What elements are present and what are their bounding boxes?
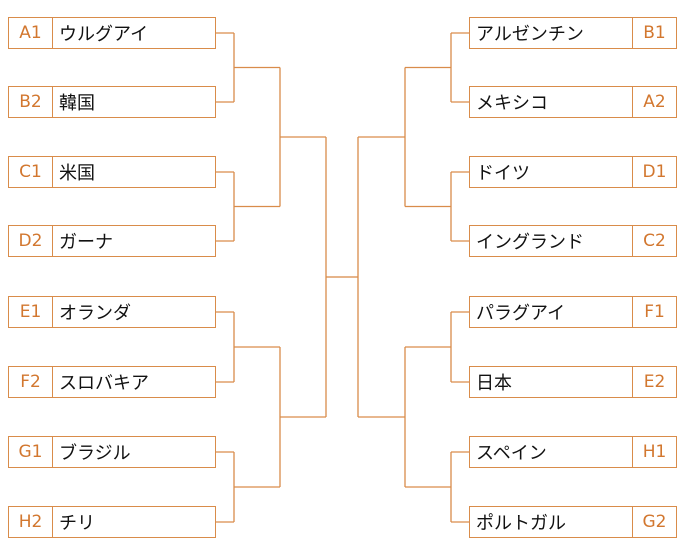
seed-label: C2 [632, 226, 676, 256]
team-box-right-6: 日本 E2 [469, 366, 677, 398]
team-box-left-1: A1 ウルグアイ [8, 17, 216, 49]
seed-label: D2 [9, 226, 53, 256]
team-name: ガーナ [59, 232, 113, 253]
team-name: オランダ [59, 303, 131, 324]
team-box-left-8: H2 チリ [8, 506, 216, 538]
seed-label: E2 [632, 367, 676, 397]
team-name: メキシコ [476, 93, 548, 114]
team-name: アルゼンチン [476, 24, 584, 45]
team-name: ドイツ [476, 163, 530, 184]
team-box-left-3: C1 米国 [8, 156, 216, 188]
seed-label: B2 [9, 87, 53, 117]
seed-label: H1 [632, 437, 676, 467]
team-name: パラグアイ [476, 303, 566, 324]
seed-label: F1 [632, 297, 676, 327]
seed-label: G2 [632, 507, 676, 537]
team-name: ウルグアイ [59, 24, 149, 45]
team-name: ポルトガル [476, 513, 566, 534]
team-box-left-7: G1 ブラジル [8, 436, 216, 468]
seed-label: B1 [632, 18, 676, 48]
team-name: 韓国 [59, 93, 95, 114]
team-box-right-2: メキシコ A2 [469, 86, 677, 118]
team-name: ブラジル [59, 443, 131, 464]
team-name: チリ [59, 513, 95, 534]
seed-label: A2 [632, 87, 676, 117]
team-name: 米国 [59, 163, 95, 184]
seed-label: F2 [9, 367, 53, 397]
team-box-right-1: アルゼンチン B1 [469, 17, 677, 49]
seed-label: D1 [632, 157, 676, 187]
team-box-left-4: D2 ガーナ [8, 225, 216, 257]
seed-label: G1 [9, 437, 53, 467]
team-name: スペイン [476, 443, 547, 464]
team-box-left-6: F2 スロバキア [8, 366, 216, 398]
team-box-right-3: ドイツ D1 [469, 156, 677, 188]
team-box-left-2: B2 韓国 [8, 86, 216, 118]
team-name: イングランド [476, 232, 584, 253]
seed-label: C1 [9, 157, 53, 187]
team-name: スロバキア [59, 373, 149, 394]
team-box-right-4: イングランド C2 [469, 225, 677, 257]
seed-label: H2 [9, 507, 53, 537]
seed-label: E1 [9, 297, 53, 327]
seed-label: A1 [9, 18, 53, 48]
team-box-right-5: パラグアイ F1 [469, 296, 677, 328]
team-box-right-7: スペイン H1 [469, 436, 677, 468]
team-box-right-8: ポルトガル G2 [469, 506, 677, 538]
team-name: 日本 [476, 373, 512, 394]
team-box-left-5: E1 オランダ [8, 296, 216, 328]
